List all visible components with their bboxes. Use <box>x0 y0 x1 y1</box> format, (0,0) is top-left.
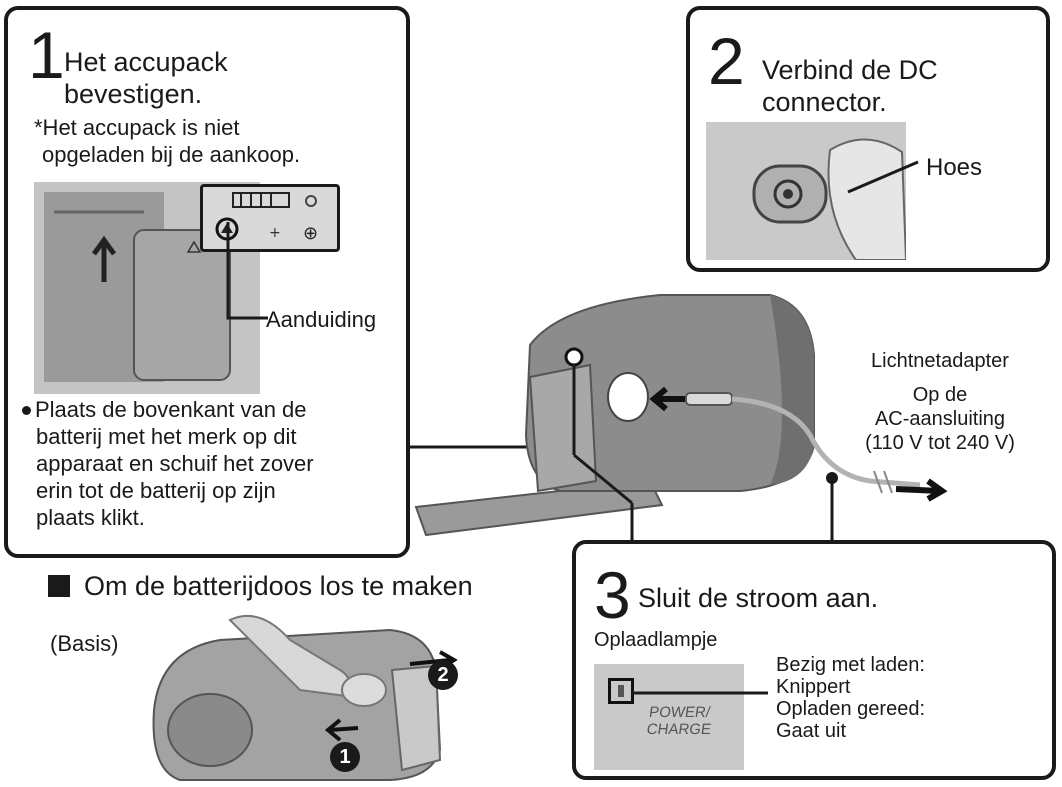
adapter-line2: Op de <box>912 384 968 406</box>
step2-title: Verbind de DC connector. <box>762 54 938 118</box>
lamp-leader-line <box>632 691 768 695</box>
instruction-line3: apparaat en schuif het zover <box>36 451 314 476</box>
dc-connector-photo <box>706 122 906 260</box>
step1-note-line2: opgeladen bij de aankoop. <box>42 142 301 167</box>
power-charge-line2: CHARGE <box>645 721 713 738</box>
aanduiding-leader-line <box>226 222 268 320</box>
step2-callout-label: Hoes <box>926 154 983 181</box>
charge-lamp-highlight <box>608 678 634 704</box>
svg-text:⊕: ⊕ <box>303 223 318 244</box>
marker-2-badge: 2 <box>428 660 458 690</box>
adapter-line1: Lichtnetadapter <box>871 350 1009 372</box>
charge-lamp-marker <box>564 347 584 367</box>
step1-note-line1: *Het accupack is niet <box>34 115 240 140</box>
detach-heading-text: Om de batterijdoos los te maken <box>84 571 473 601</box>
svg-text:+: + <box>269 225 281 241</box>
dc-connector-illustration <box>706 122 906 260</box>
marker-1-text: 1 <box>339 746 351 768</box>
instruction-line4: erin tot de batterij op zijn <box>36 478 276 503</box>
detach-illustration <box>152 615 458 781</box>
step1-callout-label: Aanduiding <box>266 307 377 332</box>
step1-title: Het accupack bevestigen. <box>64 46 228 110</box>
step2-panel: 2 Verbind de DC connector. Hoes <box>686 6 1050 272</box>
step2-title-line1: Verbind de DC <box>762 55 938 85</box>
step1-panel: 1 Het accupack bevestigen. *Het accupack… <box>4 6 410 558</box>
step2-number: 2 <box>708 24 745 98</box>
power-charge-line1: POWER/ <box>648 704 712 721</box>
camcorder-illustration <box>410 294 948 541</box>
terminal-icon: + ⊕ <box>215 192 318 244</box>
step3-number: 3 <box>594 558 631 632</box>
arrow-left-icon <box>649 386 686 412</box>
thumb-shape <box>341 673 387 707</box>
step3-lamp-label: Oplaadlampje <box>594 629 718 651</box>
hoes-leader-line <box>847 160 919 194</box>
terminal-zoom-inset: + ⊕ <box>200 184 340 252</box>
adapter-label: Lichtnetadapter Op de AC-aansluiting (11… <box>822 349 1058 455</box>
charge-status: Bezig met laden: Knippert Opladen gereed… <box>776 654 925 742</box>
step3-title: Sluit de stroom aan. <box>638 583 879 613</box>
instruction-line5: plaats klikt. <box>36 505 145 530</box>
step1-note: *Het accupack is niet opgeladen bij de a… <box>34 114 300 168</box>
step1-number: 1 <box>28 18 65 92</box>
square-bullet-icon <box>48 575 70 597</box>
dc-jack <box>607 372 649 422</box>
adapter-line4: (110 V tot 240 V) <box>865 432 1015 454</box>
bullet-icon <box>22 406 31 415</box>
marker-2-text: 2 <box>437 664 449 686</box>
battery-pack <box>390 664 442 772</box>
dc-plug <box>685 392 733 406</box>
status-line2: Knippert <box>776 676 851 698</box>
status-line3: Opladen gereed: <box>776 698 926 720</box>
step1-title-line1: Het accupack <box>64 47 228 77</box>
adapter-line3: AC-aansluiting <box>874 408 1006 430</box>
charge-lamp-panel: POWER/ CHARGE <box>594 664 744 770</box>
arrow-left-icon-2 <box>324 718 359 742</box>
power-charge-text: POWER/ CHARGE <box>646 704 715 738</box>
cover-shape <box>827 138 906 260</box>
step1-title-line2: bevestigen. <box>64 79 203 109</box>
status-line4: Gaat uit <box>776 720 847 742</box>
instruction-line2: batterij met het merk op dit <box>36 424 297 449</box>
battery-shape <box>133 229 231 381</box>
step1-instruction: Plaats de bovenkant van de batterij met … <box>22 396 408 531</box>
status-line1: Bezig met laden: <box>776 654 925 676</box>
detach-heading: Om de batterijdoos los te maken <box>48 570 473 602</box>
arrow-up-icon <box>91 235 117 282</box>
arrow-right-icon <box>895 478 948 502</box>
marker-1-badge: 1 <box>330 742 360 772</box>
step3-panel: 3 Sluit de stroom aan. Oplaadlampje POWE… <box>572 540 1056 780</box>
power-cable <box>731 396 871 484</box>
step2-title-line2: connector. <box>762 87 887 117</box>
battery-door <box>528 363 598 493</box>
instruction-line1: Plaats de bovenkant van de <box>35 397 307 422</box>
base-label: (Basis) <box>50 631 119 656</box>
